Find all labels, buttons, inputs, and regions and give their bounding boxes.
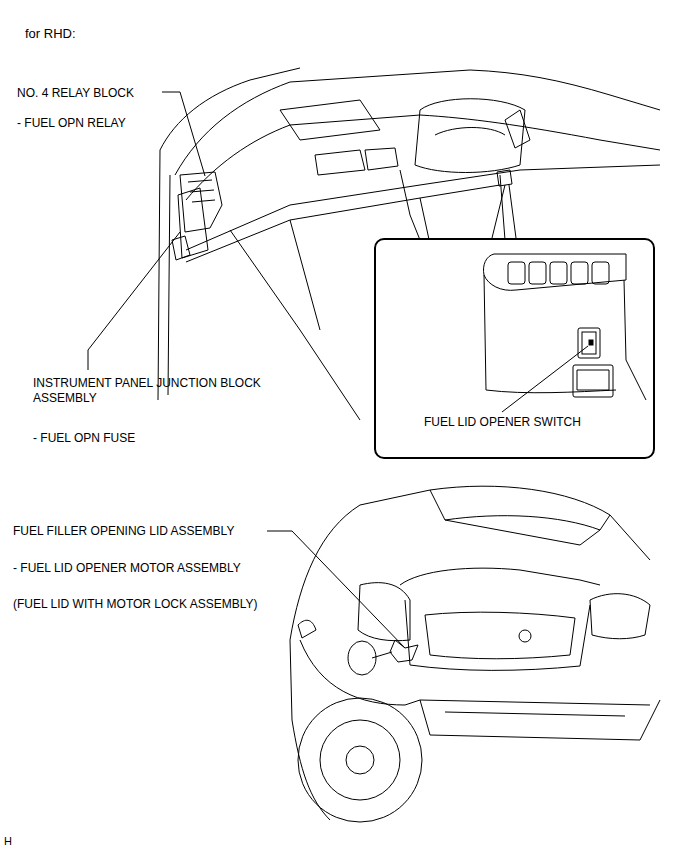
part-label: FUEL FILLER OPENING LID ASSEMBLY — [13, 524, 234, 539]
callout-inset: FUEL LID OPENER SWITCH — [374, 238, 655, 459]
part-label: INSTRUMENT PANEL JUNCTION BLOCK ASSEMBLY — [33, 376, 295, 406]
part-label: (FUEL LID WITH MOTOR LOCK ASSEMBLY) — [13, 597, 257, 612]
car-drawing — [290, 486, 660, 822]
part-label: FUEL LID OPENER SWITCH — [424, 415, 581, 430]
part-label: NO. 4 RELAY BLOCK — [17, 86, 134, 101]
variant-label: for RHD: — [25, 26, 76, 41]
part-label: - FUEL OPN RELAY — [17, 116, 126, 131]
figure-code: H — [4, 834, 12, 849]
part-label: - FUEL LID OPENER MOTOR ASSEMBLY — [13, 561, 241, 576]
part-label: - FUEL OPN FUSE — [33, 431, 135, 446]
